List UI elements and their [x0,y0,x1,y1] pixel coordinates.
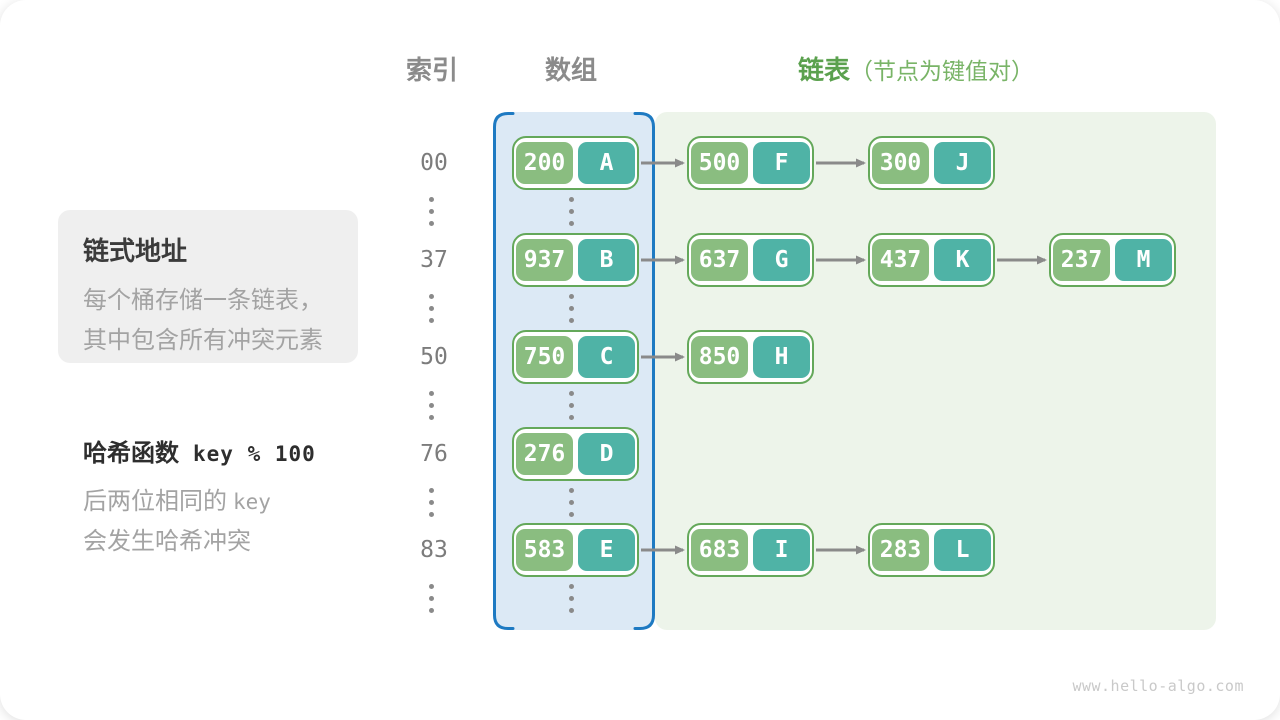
info-box-line1: 每个桶存储一条链表， [83,287,323,314]
value-pill: I [753,529,810,571]
hash-note-line2-text: 后两位相同的 [83,488,227,515]
bucket-index-label: 83 [420,537,448,563]
hash-note-line3: 会发生哈希冲突 [83,528,251,555]
bucket-index-label: 76 [420,441,448,467]
hash-note-line2-key: key [233,490,271,514]
value-pill: L [934,529,991,571]
key-pill: 276 [516,433,573,475]
index-column-header: 索引 [405,55,458,85]
key-pill: 237 [1053,239,1110,281]
linked-list-header-note: （节点为键值对） [850,58,1035,84]
vertical-ellipsis-icon [568,294,575,323]
vertical-ellipsis-icon [568,488,575,517]
vertical-ellipsis-icon [428,294,435,323]
array-column-header: 数组 [544,55,597,85]
value-pill: K [934,239,991,281]
linked-list-column-header: 链表（节点为键值对） [798,54,1218,86]
info-box-line2: 其中包含所有冲突元素 [83,327,323,354]
vertical-ellipsis-icon [428,584,435,613]
vertical-ellipsis-icon [428,488,435,517]
chaining-info-box: 链式地址 每个桶存储一条链表， 其中包含所有冲突元素 [58,210,358,363]
value-pill: D [578,433,635,475]
value-pill: E [578,529,635,571]
value-pill: B [578,239,635,281]
value-pill: M [1115,239,1172,281]
key-pill: 583 [516,529,573,571]
value-pill: C [578,336,635,378]
key-pill: 200 [516,142,573,184]
key-pill: 637 [691,239,748,281]
hash-function-title: 哈希函数 [83,440,179,467]
key-pill: 937 [516,239,573,281]
value-pill: G [753,239,810,281]
vertical-ellipsis-icon [428,391,435,420]
vertical-ellipsis-icon [568,197,575,226]
linked-list-header-label: 链表 [798,55,851,85]
vertical-ellipsis-icon [568,391,575,420]
key-pill: 683 [691,529,748,571]
value-pill: F [753,142,810,184]
value-pill: J [934,142,991,184]
key-pill: 283 [872,529,929,571]
key-pill: 500 [691,142,748,184]
value-pill: A [578,142,635,184]
vertical-ellipsis-icon [568,584,575,613]
bucket-index-label: 00 [420,150,448,176]
value-pill: H [753,336,810,378]
info-box-title: 链式地址 [83,236,188,266]
vertical-ellipsis-icon [428,197,435,226]
hash-function-formula: key % 100 [193,442,316,466]
key-pill: 850 [691,336,748,378]
bucket-index-label: 37 [420,247,448,273]
key-pill: 300 [872,142,929,184]
watermark: www.hello-algo.com [1072,677,1244,695]
key-pill: 750 [516,336,573,378]
bucket-index-label: 50 [420,344,448,370]
key-pill: 437 [872,239,929,281]
